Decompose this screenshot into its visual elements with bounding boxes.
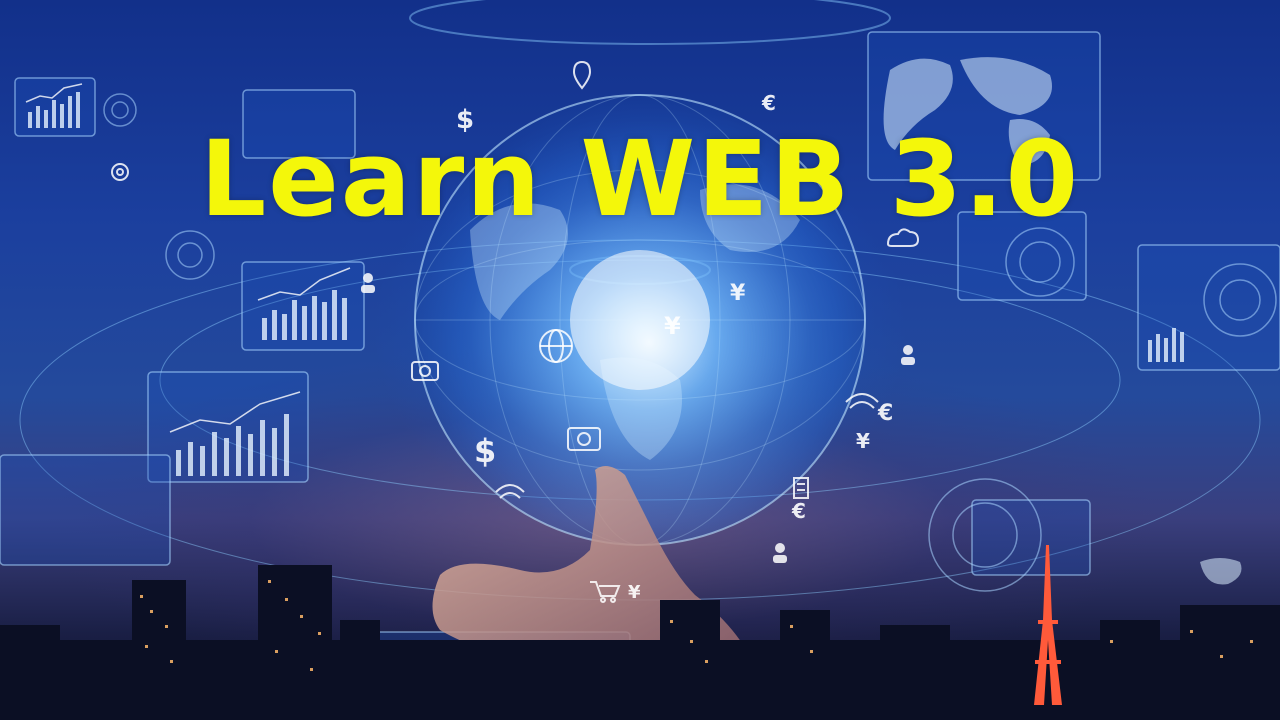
tower — [1034, 545, 1062, 705]
yen-icon: ¥ — [628, 582, 641, 603]
cart-icon — [590, 581, 621, 603]
line-icons — [111, 60, 920, 603]
banner-title: Learn WEB 3.0 — [200, 118, 1080, 240]
world-map — [883, 57, 1242, 585]
panel-bar-charts — [28, 92, 1184, 476]
camera-icon — [567, 427, 601, 451]
panel-trend-lines — [25, 83, 351, 433]
user-icon — [773, 543, 787, 563]
euro-icon: € — [877, 401, 893, 426]
yen-icon: ¥ — [730, 281, 746, 306]
globe-icon — [539, 329, 573, 363]
wifi-icon — [845, 393, 879, 409]
floating-icons: $ $ € € € ¥ ¥ ¥ ¥ — [456, 91, 893, 603]
user-icons — [361, 273, 915, 563]
city-lights — [140, 580, 1253, 671]
document-icon — [793, 477, 809, 499]
dollar-icon: $ — [474, 432, 496, 470]
yen-icon: ¥ — [856, 429, 870, 453]
yen-icon: ¥ — [664, 312, 681, 340]
dollar-icon: $ — [456, 105, 474, 135]
camera-icon — [411, 361, 439, 381]
user-icon — [361, 273, 375, 293]
euro-icon: € — [791, 499, 806, 523]
user-icon — [901, 345, 915, 365]
location-pin-icon — [572, 60, 592, 90]
city-skyline — [0, 565, 1280, 720]
euro-icon: € — [761, 91, 776, 115]
cloud-icon — [886, 228, 920, 247]
wifi-icon — [495, 484, 525, 499]
globe — [414, 94, 866, 546]
gear-icon — [111, 163, 129, 181]
